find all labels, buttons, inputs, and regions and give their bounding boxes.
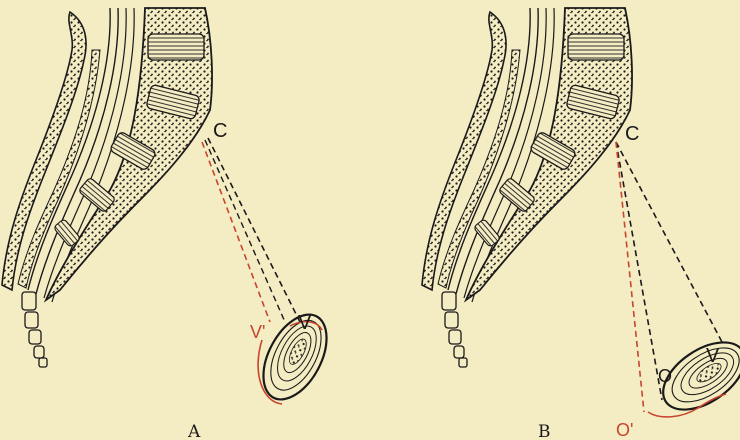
panel-caption-a: A	[187, 422, 201, 440]
spine-section-a	[2, 8, 212, 367]
ray-c-to-v-prime-a	[202, 142, 270, 322]
label-c-a: C	[213, 120, 227, 142]
label-c-b: C	[625, 123, 639, 145]
panel-caption-b: B	[538, 422, 551, 440]
label-v-prime-a: V'	[250, 322, 265, 342]
panel-a: C V V' A	[2, 8, 340, 440]
label-v-a: V	[298, 312, 312, 334]
ray-c-to-o-prime-b	[616, 142, 644, 412]
label-o-prime-b: O'	[616, 420, 633, 440]
oval-specimen-a	[250, 304, 339, 410]
panel-b: C V O O' B	[422, 8, 740, 440]
label-o-b: O	[658, 366, 672, 386]
ray-c-to-v-a	[208, 138, 300, 322]
ray-c-to-v-b	[616, 142, 722, 342]
label-v-b: V	[706, 345, 720, 367]
spine-section-b	[422, 8, 632, 367]
